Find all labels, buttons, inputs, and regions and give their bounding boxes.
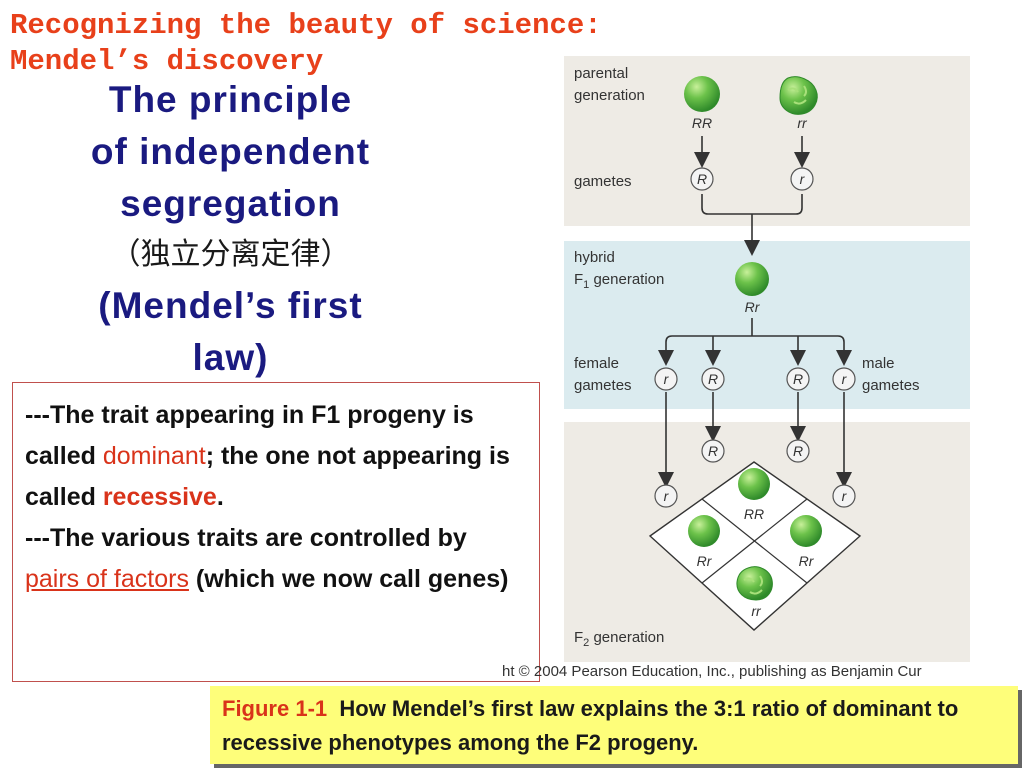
p1-prefix: ---The trait appearing in F1 progeny is …: [25, 401, 474, 470]
punnett-gamete-r-left-label: r: [664, 488, 670, 504]
heading-chinese: （独立分离定律）: [110, 237, 351, 272]
punnett-gamete-R-right: [786, 439, 810, 463]
f2-genotype-rr: rr: [751, 603, 762, 619]
figure-caption: Figure 1-1 How Mendel’s first law explai…: [210, 686, 1018, 764]
pea-round-parent: [684, 76, 720, 112]
punnett-gamete-r-right: [832, 484, 856, 508]
heading-line-2: of independent: [90, 131, 371, 172]
f2-genotype-Rr-right: Rr: [799, 553, 815, 569]
pea-hybrid: [735, 262, 769, 296]
gamete-r-label: r: [800, 171, 806, 187]
gamete-r: [790, 167, 814, 191]
punnett-gamete-r-right-label: r: [842, 488, 848, 504]
term-pairs-of-factors: pairs of factors: [25, 565, 189, 593]
heading-line-1: The principle: [108, 79, 353, 120]
heading-line-5: (Mendel’s first: [98, 285, 363, 326]
male-gametes-label-1: male: [862, 355, 895, 372]
caption-text: How Mendel’s first law explains the 3:1 …: [222, 696, 959, 755]
gametes-label: gametes: [574, 173, 632, 190]
f1-gamete-fem-R: [701, 367, 725, 391]
fertilization-bracket: [701, 194, 803, 248]
p1-mid: ; the one not appearing is called: [25, 442, 510, 511]
parent-genotype-rr: rr: [797, 115, 808, 131]
pea-f2-Rr-right: [790, 515, 822, 547]
hybrid-branch-lines: [665, 318, 845, 356]
female-gametes-label-2: gametes: [574, 377, 632, 394]
pea-wrinkle-lines: [787, 85, 807, 105]
term-dominant: dominant: [102, 442, 206, 470]
pea-f2-Rr-left: [688, 515, 720, 547]
f1-gamete-male-r-label: r: [842, 371, 848, 387]
figure-label: Figure 1-1: [222, 696, 328, 721]
hybrid-label-1: hybrid: [574, 249, 615, 266]
f1-gamete-male-R: [786, 367, 810, 391]
hybrid-band: [564, 241, 970, 409]
gamete-R-label: R: [697, 171, 707, 187]
punnett-gamete-R-right-label: R: [793, 443, 803, 459]
female-gametes-label-1: female: [574, 355, 619, 372]
f1-gamete-fem-r: [654, 367, 678, 391]
f2-genotype-RR: RR: [744, 506, 764, 522]
f1-gamete-male-r: [832, 367, 856, 391]
parental-label-2: generation: [574, 87, 645, 104]
pea-f2-rr-wrinkled: [736, 566, 773, 601]
mendel-cross-figure: parental generation RR rr gametes R r hy…: [564, 56, 970, 662]
parental-label-1: parental: [574, 65, 628, 82]
copyright-notice: ht © 2004 Pearson Education, Inc., publi…: [502, 663, 922, 680]
parent-genotype-RR: RR: [692, 115, 712, 131]
f2-generation-label: F2 generation: [574, 629, 664, 649]
slide-title: Recognizing the beauty of science: Mende…: [10, 8, 602, 80]
pea-wrinkled-parent: [779, 76, 818, 115]
slide-title-line-2: Mendel’s discovery: [10, 45, 324, 78]
pea-f2-RR: [738, 468, 770, 500]
p2-suffix: (which we now call genes): [188, 565, 509, 593]
f1-gamete-fem-r-label: r: [664, 371, 670, 387]
pea-f2-rr-wrinkle-lines: [743, 575, 763, 595]
parental-band: [564, 56, 970, 226]
f2-genotype-Rr-left: Rr: [697, 553, 713, 569]
explanation-box: ---The trait appearing in F1 progeny is …: [12, 382, 540, 682]
punnett-gamete-r-left: [654, 484, 678, 508]
hybrid-genotype: Rr: [745, 299, 761, 315]
p2-prefix: ---The various traits are controlled by: [25, 524, 467, 552]
punnett-gamete-R-left: [701, 439, 725, 463]
punnett-gamete-R-left-label: R: [708, 443, 718, 459]
gamete-R: [690, 167, 714, 191]
f1-gamete-male-R-label: R: [793, 371, 803, 387]
hybrid-label-2: F1 generation: [574, 271, 664, 291]
male-gametes-label-2: gametes: [862, 377, 920, 394]
heading-line-6: law): [192, 337, 269, 378]
punnett-divider-2: [701, 498, 808, 584]
f1-gamete-fem-R-label: R: [708, 371, 718, 387]
term-recessive: recessive: [102, 483, 217, 511]
principle-heading: The principle of independent segregation…: [28, 74, 433, 384]
heading-line-3: segregation: [120, 183, 341, 224]
slide-title-line-1: Recognizing the beauty of science:: [10, 9, 602, 42]
punnett-diamond: [648, 461, 862, 631]
p1-end: .: [216, 483, 224, 511]
